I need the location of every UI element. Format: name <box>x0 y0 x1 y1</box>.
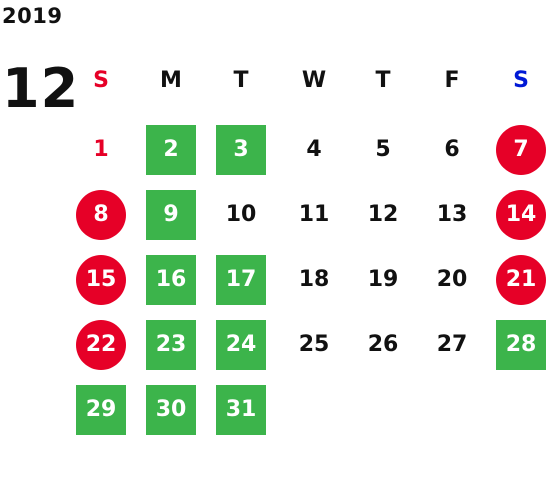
weekday-header-1: M <box>160 68 182 93</box>
day-cell-26[interactable]: 26 <box>367 332 399 357</box>
day-cell-15[interactable]: 15 <box>76 255 126 305</box>
day-cell-27[interactable]: 27 <box>436 332 468 357</box>
year-label: 2019 <box>2 4 63 28</box>
weekday-header-5: F <box>444 68 460 93</box>
day-cell-8[interactable]: 8 <box>76 190 126 240</box>
day-cell-16[interactable]: 16 <box>146 255 196 305</box>
day-cell-7[interactable]: 7 <box>496 125 546 175</box>
day-cell-22[interactable]: 22 <box>76 320 126 370</box>
day-cell-31[interactable]: 31 <box>216 385 266 435</box>
day-cell-10[interactable]: 10 <box>225 202 257 227</box>
day-cell-6[interactable]: 6 <box>444 137 460 162</box>
day-cell-21[interactable]: 21 <box>496 255 546 305</box>
day-cell-25[interactable]: 25 <box>298 332 330 357</box>
day-cell-23[interactable]: 23 <box>146 320 196 370</box>
month-label: 12 <box>2 57 80 120</box>
day-cell-1[interactable]: 1 <box>93 137 109 162</box>
day-cell-29[interactable]: 29 <box>76 385 126 435</box>
day-cell-12[interactable]: 12 <box>367 202 399 227</box>
day-cell-3[interactable]: 3 <box>216 125 266 175</box>
day-cell-19[interactable]: 19 <box>367 267 399 292</box>
weekday-header-4: T <box>375 68 391 93</box>
day-cell-28[interactable]: 28 <box>496 320 546 370</box>
day-cell-9[interactable]: 9 <box>146 190 196 240</box>
weekday-header-2: T <box>233 68 249 93</box>
weekday-header-3: W <box>301 68 327 93</box>
weekday-header-6: S <box>513 68 529 93</box>
day-cell-17[interactable]: 17 <box>216 255 266 305</box>
day-cell-5[interactable]: 5 <box>375 137 391 162</box>
day-cell-18[interactable]: 18 <box>298 267 330 292</box>
day-cell-4[interactable]: 4 <box>306 137 322 162</box>
weekday-header-0: S <box>93 68 109 93</box>
day-cell-2[interactable]: 2 <box>146 125 196 175</box>
day-cell-20[interactable]: 20 <box>436 267 468 292</box>
day-cell-14[interactable]: 14 <box>496 190 546 240</box>
day-cell-13[interactable]: 13 <box>436 202 468 227</box>
day-cell-30[interactable]: 30 <box>146 385 196 435</box>
day-cell-24[interactable]: 24 <box>216 320 266 370</box>
day-cell-11[interactable]: 11 <box>298 202 330 227</box>
